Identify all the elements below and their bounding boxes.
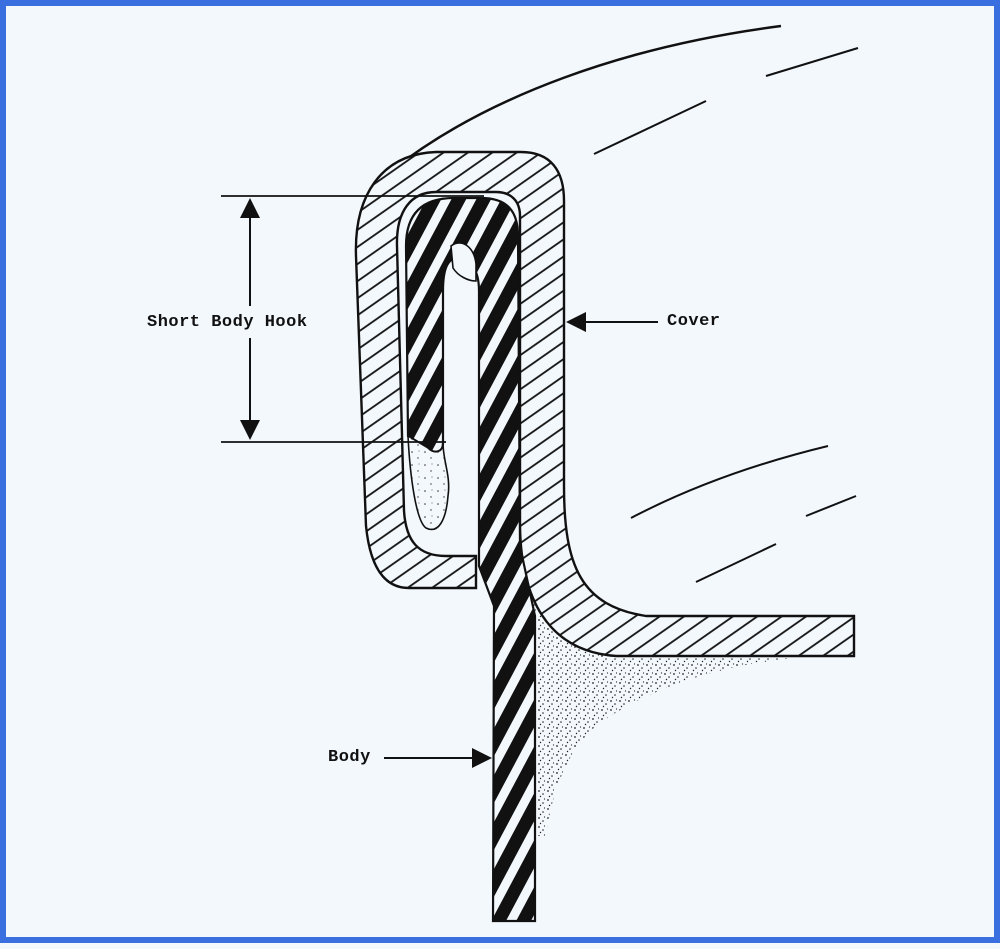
lid-shading-line — [765, 47, 859, 77]
can-seam-cross-section-diagram — [221, 24, 859, 923]
lid-shading-line — [695, 543, 777, 583]
cover-wall — [354, 150, 856, 658]
lid-shading-line — [593, 100, 707, 155]
cover-label: Cover — [667, 312, 721, 331]
lid-shading-line — [630, 445, 829, 519]
hook-void — [450, 242, 477, 282]
lid-outer-curve — [390, 24, 782, 172]
lid-shading-line — [805, 495, 857, 517]
hook-compound — [407, 434, 450, 531]
short-body-hook-label: Short Body Hook — [147, 313, 308, 332]
body-label: Body — [328, 748, 371, 767]
sealing-compound — [522, 526, 796, 836]
